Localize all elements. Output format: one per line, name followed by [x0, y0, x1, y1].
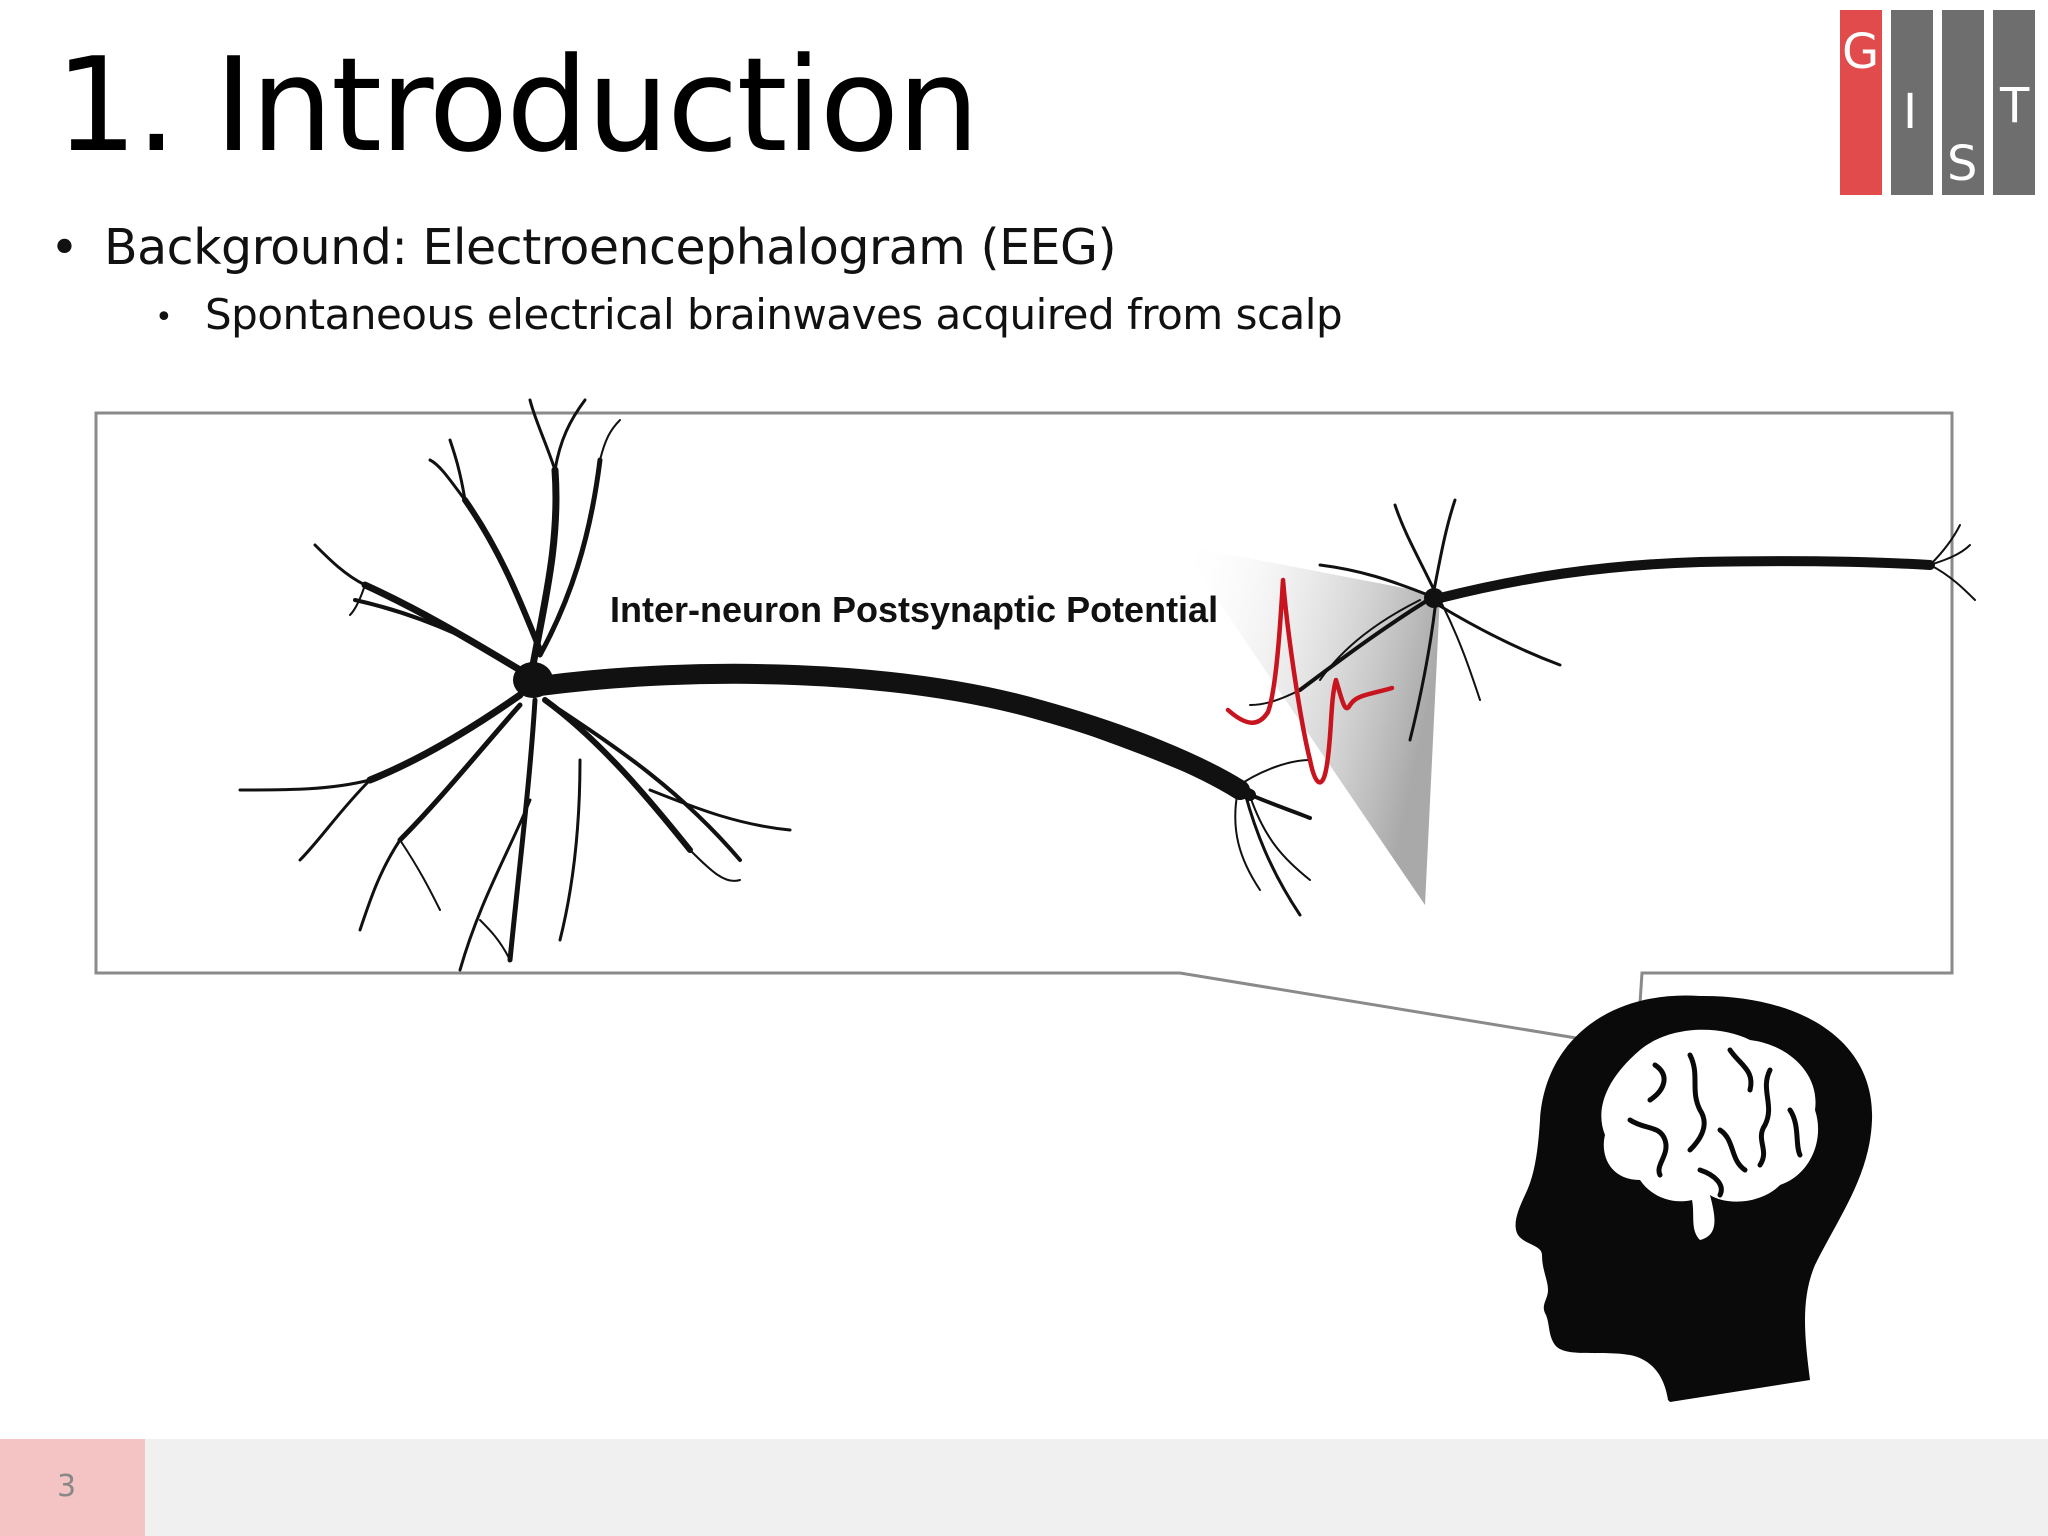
zoom-cone	[1180, 545, 1440, 905]
bullet-level-2: • Spontaneous electrical brainwaves acqui…	[155, 288, 1343, 345]
page-number: 3	[57, 1469, 77, 1504]
callout-box	[94, 411, 1954, 1050]
postsynaptic-potential-waveform-icon	[1225, 577, 1395, 785]
neuron-icon	[1249, 498, 1976, 742]
page-number-box: 3	[0, 1439, 145, 1536]
neuron-icon	[238, 398, 1312, 972]
bullet-text: Background: Electroencephalogram (EEG)	[104, 219, 1117, 276]
logo-letter-s: S	[1947, 136, 1978, 192]
logo-bar-g	[1840, 10, 1882, 195]
logo-letter-i: I	[1903, 84, 1918, 140]
slide-footer: 3	[0, 1439, 2048, 1536]
bullet-dot: •	[50, 219, 79, 276]
diagram-label: Inter-neuron Postsynaptic Potential	[610, 589, 1219, 630]
logo-letter-t: T	[2000, 78, 2030, 134]
gist-logo: G I S T	[1840, 10, 2036, 195]
logo-bar-s	[1942, 10, 1984, 195]
logo-letter-g: G	[1842, 24, 1880, 80]
slide-title: 1. Introduction	[55, 29, 980, 181]
bullet-text: Spontaneous electrical brainwaves acquir…	[205, 290, 1343, 339]
logo-bar-i	[1891, 10, 1933, 195]
bullet-level-1: • Background: Electroencephalogram (EEG)	[50, 218, 1117, 278]
human-head-brain-icon	[1515, 995, 1873, 1402]
bullet-dot: •	[155, 299, 173, 335]
logo-bar-t	[1993, 10, 2035, 195]
